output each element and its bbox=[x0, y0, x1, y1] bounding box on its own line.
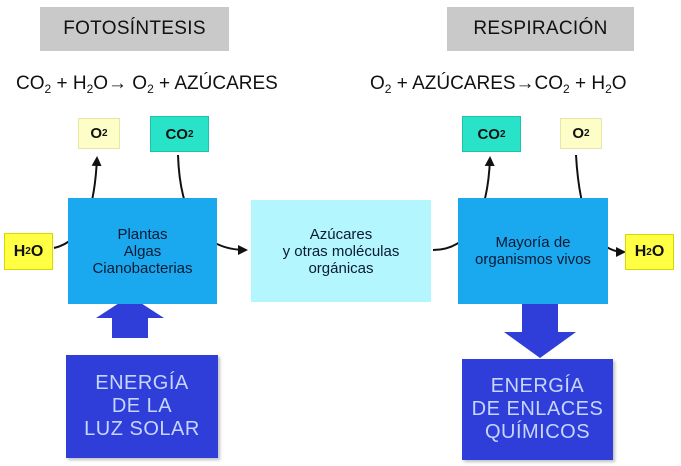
chemical-energy-box: ENERGÍA DE ENLACES QUÍMICOS bbox=[462, 359, 613, 460]
solar-energy-box: ENERGÍA DE LA LUZ SOLAR bbox=[66, 355, 218, 458]
chemical-energy-down-arrow bbox=[504, 304, 576, 358]
respiration-title: RESPIRACIÓN bbox=[473, 18, 608, 39]
respiration-banner: RESPIRACIÓN bbox=[447, 7, 634, 51]
solar-energy-up-arrow bbox=[96, 296, 164, 338]
producers-box: Plantas Algas Cianobacterias bbox=[68, 198, 217, 304]
photosynthesis-banner: FOTOSÍNTESIS bbox=[40, 7, 229, 51]
photosynthesis-equation: CO2 + H2O→ O2 + AZÚCARES bbox=[16, 73, 278, 96]
photosynthesis-title: FOTOSÍNTESIS bbox=[63, 18, 206, 39]
consumers-box: Mayoría de organismos vivos bbox=[458, 198, 608, 304]
respiration-equation: O2 + AZÚCARES→CO2 + H2O bbox=[370, 73, 627, 96]
sugars-box: Azúcares y otras moléculas orgánicas bbox=[251, 200, 431, 302]
